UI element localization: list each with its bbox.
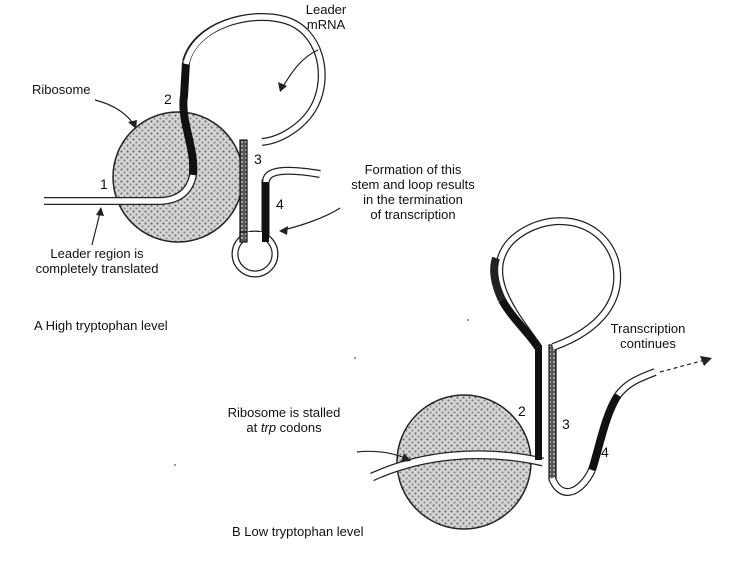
transcription-line-1: Transcription xyxy=(610,321,686,336)
caption-a: A High tryptophan level xyxy=(34,318,168,333)
region-number-4-b: 4 xyxy=(601,444,609,460)
stalled-line-2-prefix: at xyxy=(246,420,261,435)
panel-b-low-tryptophan xyxy=(356,217,712,530)
region-3-stem-a xyxy=(239,139,248,241)
leader-mrna-line-1: Leader xyxy=(305,2,347,17)
arrow-ribosome xyxy=(94,99,135,126)
arrow-formation xyxy=(282,207,341,231)
arrow-transcription-continues xyxy=(659,359,706,373)
trp-italic: trp xyxy=(260,420,277,435)
region-3-stem-b xyxy=(548,344,557,481)
formation-line-1: Formation of this xyxy=(364,162,462,177)
leader-region-annotation: Leader region is completely translated xyxy=(22,246,172,276)
ribosome-label-a: Ribosome xyxy=(32,82,91,97)
arrow-leader-region xyxy=(91,211,101,246)
region-number-3-b: 3 xyxy=(562,416,570,432)
formation-line-2: stem and loop results xyxy=(351,177,475,192)
region-number-2-a: 2 xyxy=(164,91,172,107)
stalled-line-1: Ribosome is stalled xyxy=(227,405,341,420)
ribosome-a xyxy=(112,111,244,243)
stalled-line-2-suffix: codons xyxy=(276,420,322,435)
region-number-2-b: 2 xyxy=(518,403,526,419)
leader-mrna-label: Leader mRNA xyxy=(296,2,356,32)
formation-line-3: in the termination xyxy=(363,192,463,207)
stalled-annotation: Ribosome is stalled at trp codons xyxy=(210,405,358,435)
arrow-leader-mrna xyxy=(281,49,319,89)
leader-mrna-line-2: mRNA xyxy=(306,17,346,32)
region-number-4-a: 4 xyxy=(276,196,284,212)
region-4-segment-b xyxy=(588,392,622,472)
region-2-segment-a xyxy=(179,61,198,176)
transcription-continues-annotation: Transcription continues xyxy=(588,321,708,351)
region-number-1-a: 1 xyxy=(100,176,108,192)
leader-region-line-2: completely translated xyxy=(35,261,159,276)
arrow-ribosome-stalled xyxy=(356,450,406,459)
formation-line-4: of transcription xyxy=(370,207,456,222)
panel-a-high-tryptophan xyxy=(44,13,341,278)
formation-annotation: Formation of this stem and loop results … xyxy=(333,162,493,222)
leader-region-line-1: Leader region is xyxy=(50,246,144,261)
caption-b: B Low tryptophan level xyxy=(232,524,364,539)
region-4-stem-a xyxy=(261,179,270,241)
region-number-3-a: 3 xyxy=(254,151,262,167)
transcription-line-2: continues xyxy=(620,336,676,351)
stalled-line-2: at trp codons xyxy=(210,420,358,435)
region-2-stem-b xyxy=(535,345,542,460)
